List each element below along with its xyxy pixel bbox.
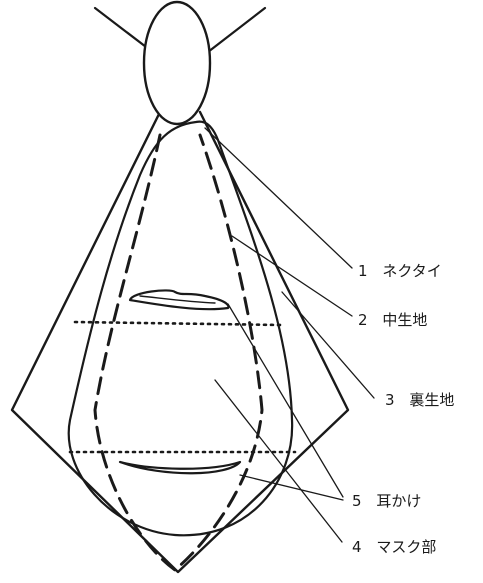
ear-loop-upper-inner xyxy=(140,296,215,303)
label-ear-loop: 5 耳かけ xyxy=(352,492,421,510)
label-necktie: 1 ネクタイ xyxy=(358,262,442,280)
label-back-fabric-number: 3 xyxy=(385,391,395,409)
label-back-fabric-text: 裏生地 xyxy=(409,391,454,409)
label-mask-part-number: 4 xyxy=(352,538,362,556)
label-middle-fabric-number: 2 xyxy=(358,311,368,329)
leader-line-back-fabric xyxy=(282,292,374,398)
label-middle-fabric-text: 中生地 xyxy=(382,311,427,329)
mask-part-outline xyxy=(95,135,262,570)
leader-line-necktie xyxy=(205,128,352,268)
label-mask-part-text: マスク部 xyxy=(376,538,436,556)
collar-line-left xyxy=(95,8,150,50)
label-mask-part: 4 マスク部 xyxy=(352,538,436,556)
label-necktie-number: 1 xyxy=(358,262,368,280)
label-back-fabric: 3 裏生地 xyxy=(385,391,454,409)
collar-line-right xyxy=(208,8,265,52)
ear-loop-lower xyxy=(120,462,240,473)
leader-line-ear-loop-lower xyxy=(240,475,343,500)
label-necktie-text: ネクタイ xyxy=(382,262,441,280)
tie-knot xyxy=(144,2,210,124)
label-middle-fabric: 2 中生地 xyxy=(358,311,427,329)
label-ear-loop-number: 5 xyxy=(352,492,362,510)
label-ear-loop-text: 耳かけ xyxy=(376,492,421,510)
tie-outer-outline xyxy=(12,112,348,572)
